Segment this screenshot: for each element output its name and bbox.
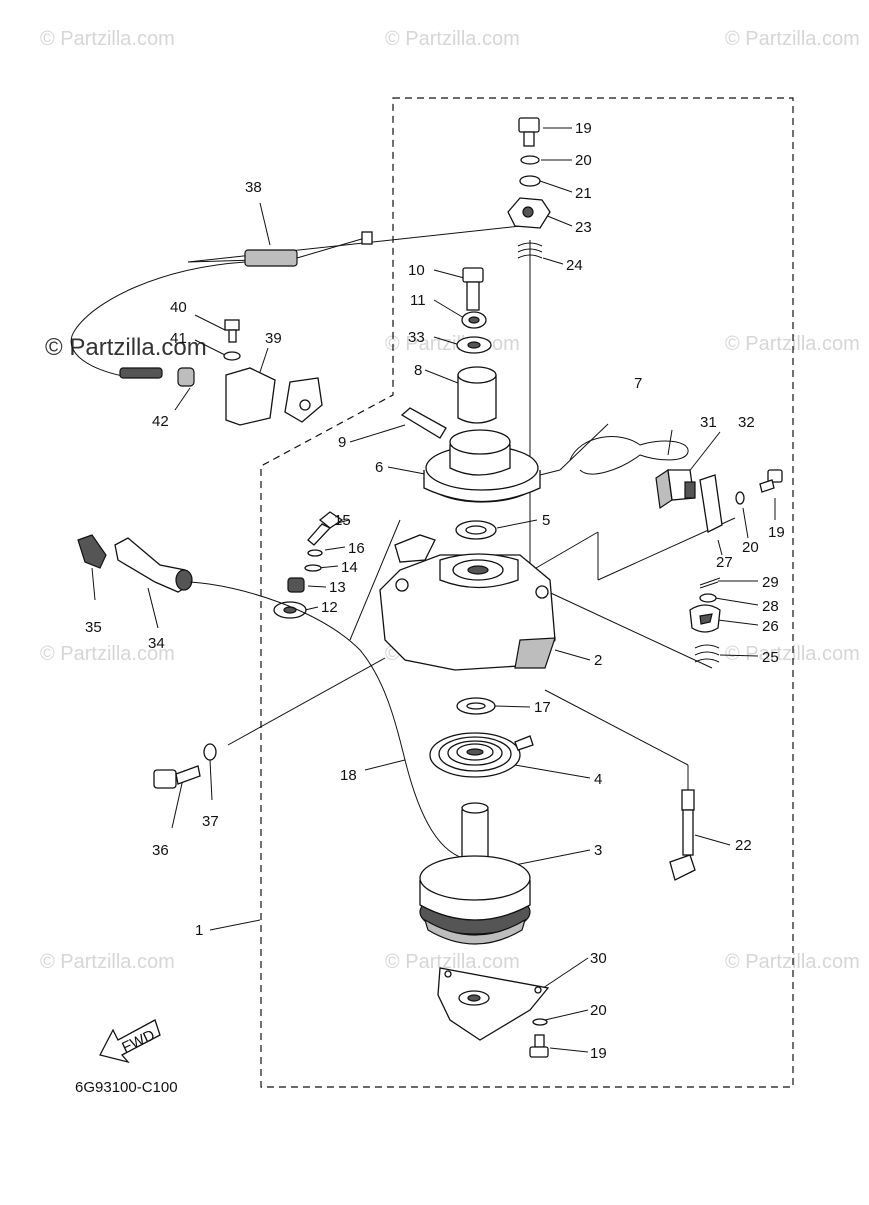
callout-19: 19 xyxy=(590,1045,607,1062)
callout-35: 35 xyxy=(85,619,102,636)
callout-23: 23 xyxy=(575,219,592,236)
parts-36-37 xyxy=(153,743,217,789)
watermark-text: © Partzilla.com xyxy=(725,333,860,355)
callout-11: 11 xyxy=(410,292,426,309)
parts-39-42 xyxy=(177,319,323,426)
callout-12: 12 xyxy=(321,599,338,616)
callout-34: 34 xyxy=(148,635,165,652)
assembly-boundary xyxy=(260,97,794,1088)
callout-21: 21 xyxy=(575,185,592,202)
callout-25: 25 xyxy=(762,649,779,666)
callout-15: 15 xyxy=(334,512,351,529)
callout-7: 7 xyxy=(634,375,642,392)
callout-22: 22 xyxy=(735,837,752,854)
callout-27: 27 xyxy=(716,554,733,571)
watermark-text: © Partzilla.com xyxy=(385,28,520,50)
part-9-pin xyxy=(400,407,447,439)
parts-19-24-top xyxy=(507,117,551,259)
part-38-cable xyxy=(70,231,373,379)
watermark-text: © Partzilla.com xyxy=(40,643,175,665)
watermark-text: © Partzilla.com xyxy=(725,643,860,665)
watermark-text: © Partzilla.com xyxy=(385,951,520,973)
callout-8: 8 xyxy=(414,362,422,379)
callout-38: 38 xyxy=(245,179,262,196)
parts-8-10-11-33 xyxy=(456,267,497,424)
watermark-text: © Partzilla.com xyxy=(40,951,175,973)
callout-28: 28 xyxy=(762,598,779,615)
callout-14: 14 xyxy=(341,559,358,576)
callout-18: 18 xyxy=(340,767,357,784)
callout-30: 30 xyxy=(590,950,607,967)
callout-19: 19 xyxy=(768,524,785,541)
part-2-housing xyxy=(379,534,556,671)
watermark-text: © Partzilla.com xyxy=(385,333,520,355)
watermark-text: © Partzilla.com xyxy=(725,951,860,973)
callout-4: 4 xyxy=(594,771,602,788)
callout-13: 13 xyxy=(329,579,346,596)
part-3-reel xyxy=(419,802,531,945)
callout-5: 5 xyxy=(542,512,550,529)
callout-2: 2 xyxy=(594,652,602,669)
callout-3: 3 xyxy=(594,842,602,859)
parts-34-35-lever xyxy=(77,534,471,861)
callout-26: 26 xyxy=(762,618,779,635)
callout-17: 17 xyxy=(534,699,551,716)
callout-19: 19 xyxy=(575,120,592,137)
callout-6: 6 xyxy=(375,459,383,476)
callout-36: 36 xyxy=(152,842,169,859)
callout-37: 37 xyxy=(202,813,219,830)
part-5-washer xyxy=(455,520,497,540)
parts-19-20-27-31-32-right xyxy=(655,468,783,533)
part-4-spring xyxy=(429,732,534,778)
callout-10: 10 xyxy=(408,262,425,279)
callout-41: 41 xyxy=(170,330,187,347)
callout-16: 16 xyxy=(348,540,365,557)
fwd-arrow-icon: FWD xyxy=(99,1019,161,1064)
callout-20: 20 xyxy=(590,1002,607,1019)
callout-42: 42 xyxy=(152,413,169,430)
callout-33: 33 xyxy=(408,329,425,346)
parts-25-29 xyxy=(689,577,721,663)
watermark-text: © Partzilla.com xyxy=(40,28,175,50)
parts-12-16 xyxy=(273,511,344,619)
callout-20: 20 xyxy=(742,539,759,556)
callout-31: 31 xyxy=(700,414,717,431)
callout-20: 20 xyxy=(575,152,592,169)
callout-39: 39 xyxy=(265,330,282,347)
part-17-washer xyxy=(456,697,496,715)
part-7-clip xyxy=(569,436,689,475)
callout-32: 32 xyxy=(738,414,755,431)
callout-9: 9 xyxy=(338,434,346,451)
leader-lines xyxy=(91,127,776,1053)
callout-1: 1 xyxy=(195,922,203,939)
callout-40: 40 xyxy=(170,299,187,316)
callout-29: 29 xyxy=(762,574,779,591)
part-6-gear xyxy=(423,429,541,503)
part-22 xyxy=(669,789,696,881)
callouts: 19 20 21 23 24 10 11 33 8 9 6 5 7 31 32 … xyxy=(85,120,785,1062)
diagram-code: 6G93100-C100 xyxy=(75,1079,178,1096)
callout-24: 24 xyxy=(566,257,583,274)
part-30-plate xyxy=(437,967,550,1058)
watermark-text: © Partzilla.com xyxy=(725,28,860,50)
